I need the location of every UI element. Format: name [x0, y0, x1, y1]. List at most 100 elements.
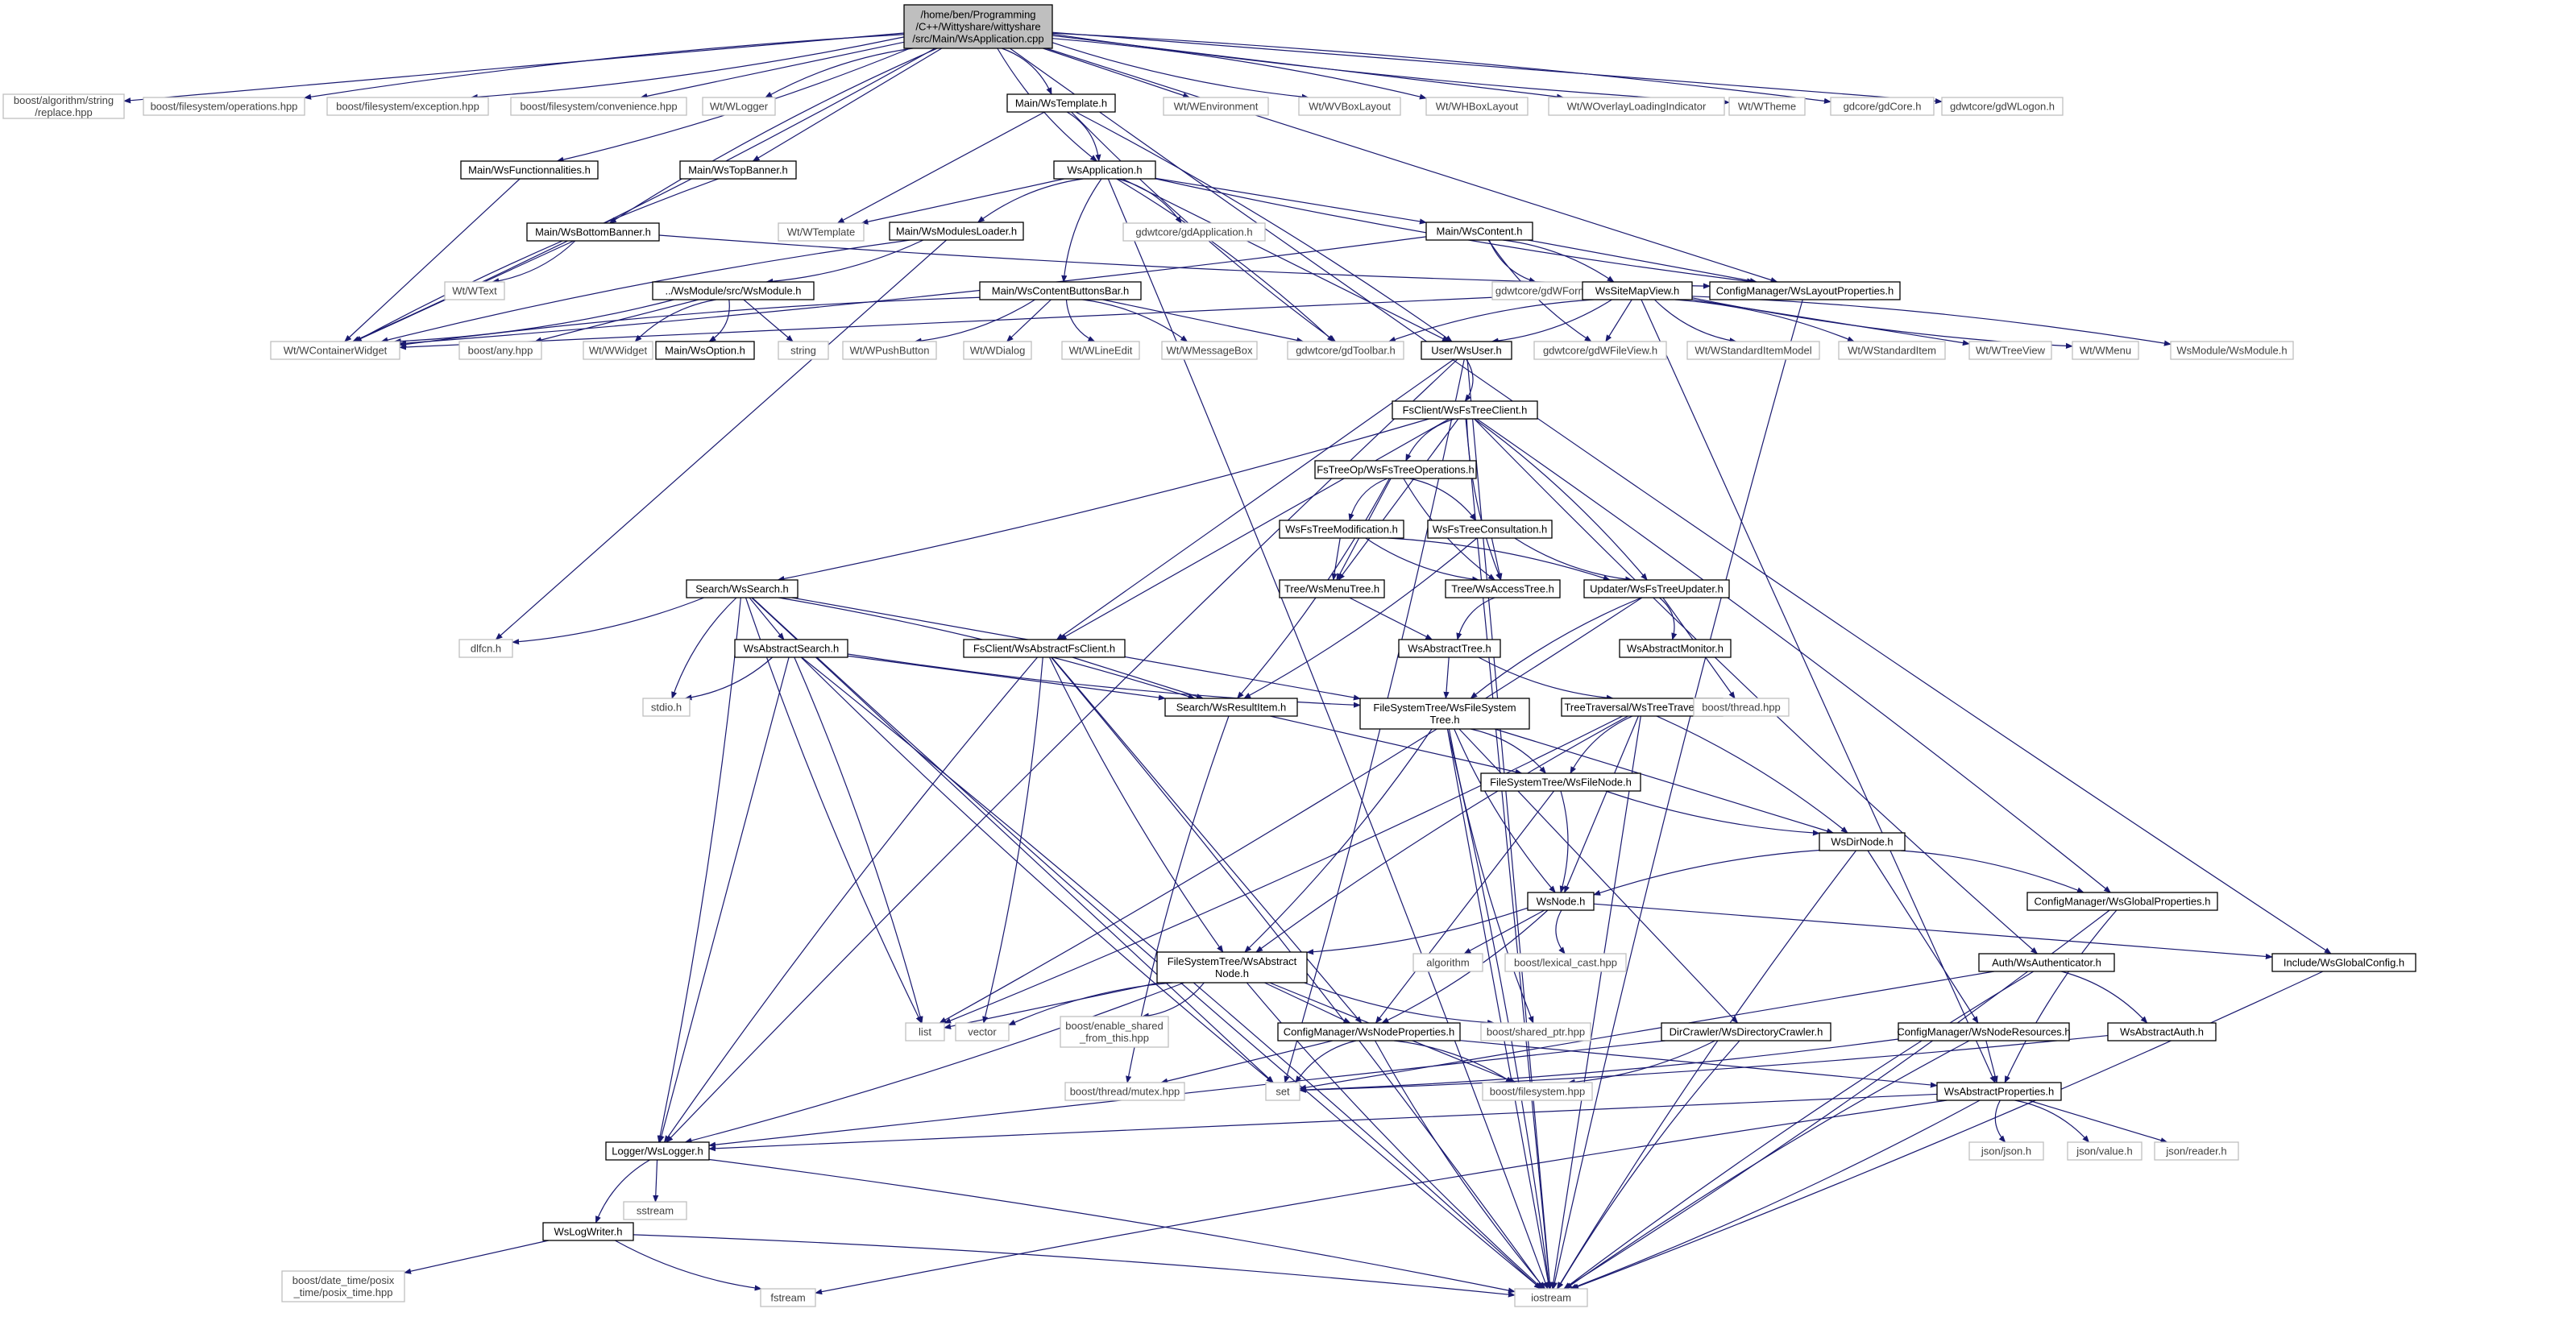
- node-dirnode[interactable]: WsDirNode.h: [1819, 832, 1906, 851]
- node-modulesloader[interactable]: Main/WsModulesLoader.h: [889, 222, 1024, 241]
- node-algorithm-label-0: algorithm: [1426, 957, 1469, 969]
- edge-abstractsearch-to-logger: [658, 656, 790, 1143]
- node-shared_ptr-box: [1480, 1022, 1591, 1041]
- node-fstreeops[interactable]: FsTreeOp/WsFsTreeOperations.h: [1314, 460, 1477, 479]
- edge-fstreeclient-to-authenticator: [1474, 418, 2039, 955]
- edge-abstractsearch-to-list: [794, 656, 923, 1024]
- node-fstreemod[interactable]: WsFsTreeModification.h: [1279, 520, 1404, 539]
- node-wssearch[interactable]: Search/WsSearch.h: [686, 579, 799, 598]
- node-string-label-0: string: [790, 345, 816, 357]
- node-wtreeview-box: [1968, 341, 2052, 360]
- node-boost_any: boost/any.hpp: [458, 341, 542, 360]
- edge-wsuser-to-iostream: [1466, 358, 1553, 1290]
- node-main_functionalities-box: [460, 160, 599, 180]
- node-abstractsearch[interactable]: WsAbstractSearch.h: [734, 639, 848, 658]
- node-wsuser[interactable]: User/WsUser.h: [1421, 341, 1512, 360]
- edge-abstractsearch-to-stdio: [684, 656, 774, 701]
- node-authenticator[interactable]: Auth/WsAuthenticator.h: [1978, 953, 2115, 972]
- edge-fstreeclient-to-wssearch: [777, 418, 1429, 582]
- node-filenode[interactable]: FileSystemTree/WsFileNode.h: [1480, 772, 1641, 792]
- node-dircrawler[interactable]: DirCrawler/WsDirectoryCrawler.h: [1661, 1022, 1831, 1041]
- edge-fstreemod-to-fstreeupdater: [1388, 537, 1611, 581]
- node-json_reader-label-0: json/reader.h: [2165, 1145, 2226, 1157]
- node-wsoption[interactable]: Main/WsOption.h: [655, 341, 755, 360]
- node-fstreeupdater[interactable]: Updater/WsFsTreeUpdater.h: [1583, 579, 1730, 598]
- node-wsmodule[interactable]: ../WsModule/src/WsModule.h: [652, 281, 815, 300]
- node-abstractauth[interactable]: WsAbstractAuth.h: [2107, 1022, 2217, 1041]
- node-lexical_cast: boost/lexical_cast.hpp: [1504, 953, 1627, 972]
- edge-fstreeclient-to-fstreeupdater: [1474, 418, 1648, 581]
- node-globalconfig[interactable]: Include/WsGlobalConfig.h: [2271, 953, 2416, 972]
- node-abstracttree-box: [1398, 639, 1501, 658]
- node-resultitem[interactable]: Search/WsResultItem.h: [1164, 698, 1298, 717]
- node-root[interactable]: /home/ben/Programming/C++/Wittyshare/wit…: [903, 4, 1053, 49]
- node-logwriter[interactable]: WsLogWriter.h: [542, 1222, 634, 1241]
- node-abstractprops[interactable]: WsAbstractProperties.h: [1936, 1082, 2062, 1101]
- node-logger[interactable]: Logger/WsLogger.h: [605, 1141, 710, 1161]
- edge-treetraversal-to-filenode: [1570, 715, 1633, 774]
- edge-sitemapview-to-wsmodule_h: [1691, 296, 2172, 346]
- node-wsmodule_h: WsModule/WsModule.h: [2170, 341, 2294, 360]
- edge-dircrawler-to-iostream: [1557, 1040, 1740, 1290]
- node-wscontent[interactable]: Main/WsContent.h: [1425, 222, 1533, 241]
- node-abstractauth-label-0: WsAbstractAuth.h: [2120, 1026, 2204, 1038]
- node-posix_time-box: [281, 1270, 405, 1302]
- node-wsnode[interactable]: WsNode.h: [1527, 892, 1595, 911]
- node-gdtoolbar: gdwtcore/gdToolbar.h: [1287, 341, 1404, 360]
- node-stdio-label-0: stdio.h: [651, 702, 682, 714]
- node-abstracttree-label-0: WsAbstractTree.h: [1408, 643, 1491, 655]
- edge-wssearch-to-logger: [657, 597, 741, 1143]
- node-json_json: json/json.h: [1968, 1141, 2044, 1161]
- node-logwriter-label-0: WsLogWriter.h: [554, 1226, 622, 1238]
- node-fstreeclient[interactable]: FsClient/WsFsTreeClient.h: [1392, 400, 1538, 420]
- edge-wsnode-to-algorithm: [1463, 909, 1545, 955]
- node-accesstree[interactable]: Tree/WsAccessTree.h: [1445, 579, 1561, 598]
- edge-root-to-bottombanner: [608, 48, 938, 224]
- node-contentbuttonsbar[interactable]: Main/WsContentButtonsBar.h: [979, 281, 1142, 300]
- node-main_topbanner[interactable]: Main/WsTopBanner.h: [679, 160, 797, 180]
- node-wsapplication[interactable]: WsApplication.h: [1053, 160, 1156, 180]
- edge-layoutprops-to-iostream: [1552, 299, 1803, 1290]
- edge-wscontent-to-layoutprops: [1527, 239, 1757, 284]
- node-abstractfsclient[interactable]: FsClient/WsAbstractFsClient.h: [963, 639, 1126, 658]
- edge-nodeprops-to-iostream: [1375, 1040, 1546, 1290]
- node-nodeprops[interactable]: ConfigManager/WsNodeProperties.h: [1277, 1022, 1461, 1041]
- node-globalprops[interactable]: ConfigManager/WsGlobalProperties.h: [2026, 892, 2218, 911]
- edge-fstreecons-to-accesstree: [1491, 537, 1503, 581]
- node-main_wstemplate[interactable]: Main/WsTemplate.h: [1006, 93, 1116, 113]
- edge-wssearch-to-set: [751, 597, 1274, 1083]
- node-abstractmonitor[interactable]: WsAbstractMonitor.h: [1619, 639, 1732, 658]
- node-lexical_cast-label-0: boost/lexical_cast.hpp: [1514, 957, 1617, 969]
- edge-filesystemtree-to-filenode: [1471, 728, 1546, 774]
- node-noderesources[interactable]: ConfigManager/WsNodeResources.h: [1897, 1022, 2071, 1041]
- node-bottombanner[interactable]: Main/WsBottomBanner.h: [526, 222, 660, 242]
- edge-filenode-to-wsnode: [1559, 790, 1569, 893]
- node-wscontent-box: [1425, 222, 1533, 241]
- node-gdtoolbar-box: [1287, 341, 1404, 360]
- node-sitemapview[interactable]: WsSiteMapView.h: [1582, 281, 1693, 300]
- edge-sitemapview-to-abstractprops: [1641, 299, 1996, 1083]
- edge-wsmodule-to-wsoption: [708, 299, 730, 342]
- node-main_functionalities[interactable]: Main/WsFunctionnalities.h: [460, 160, 599, 180]
- edge-contentbuttonsbar-to-wdialog: [1006, 299, 1052, 342]
- node-dlfcn: dlfcn.h: [458, 639, 513, 658]
- edge-root-to-globalconfig: [1010, 48, 2332, 955]
- edge-noderesources-to-abstractprops: [1985, 1040, 1998, 1083]
- node-sstream-box: [623, 1201, 687, 1220]
- node-abstracttree[interactable]: WsAbstractTree.h: [1398, 639, 1501, 658]
- node-wtemplate: Wt/WTemplate: [778, 222, 865, 242]
- node-wsuser-label-0: User/WsUser.h: [1431, 345, 1501, 357]
- node-abstractnode-label-0: FileSystemTree/WsAbstract: [1168, 955, 1297, 967]
- node-fstreecons[interactable]: WsFsTreeConsultation.h: [1427, 520, 1553, 539]
- edge-abstractprops-to-fstream: [815, 1099, 1948, 1295]
- node-wsuser-box: [1421, 341, 1512, 360]
- node-abstractsearch-label-0: WsAbstractSearch.h: [744, 643, 840, 655]
- node-layoutprops[interactable]: ConfigManager/WsLayoutProperties.h: [1709, 281, 1901, 300]
- edge-wscontent-to-gdwform: [1488, 239, 1537, 284]
- node-sstream: sstream: [623, 1201, 687, 1220]
- node-filesystemtree-box: [1359, 698, 1530, 730]
- node-wvboxlayout: Wt/WVBoxLayout: [1298, 97, 1401, 116]
- node-menutree[interactable]: Tree/WsMenuTree.h: [1279, 579, 1385, 598]
